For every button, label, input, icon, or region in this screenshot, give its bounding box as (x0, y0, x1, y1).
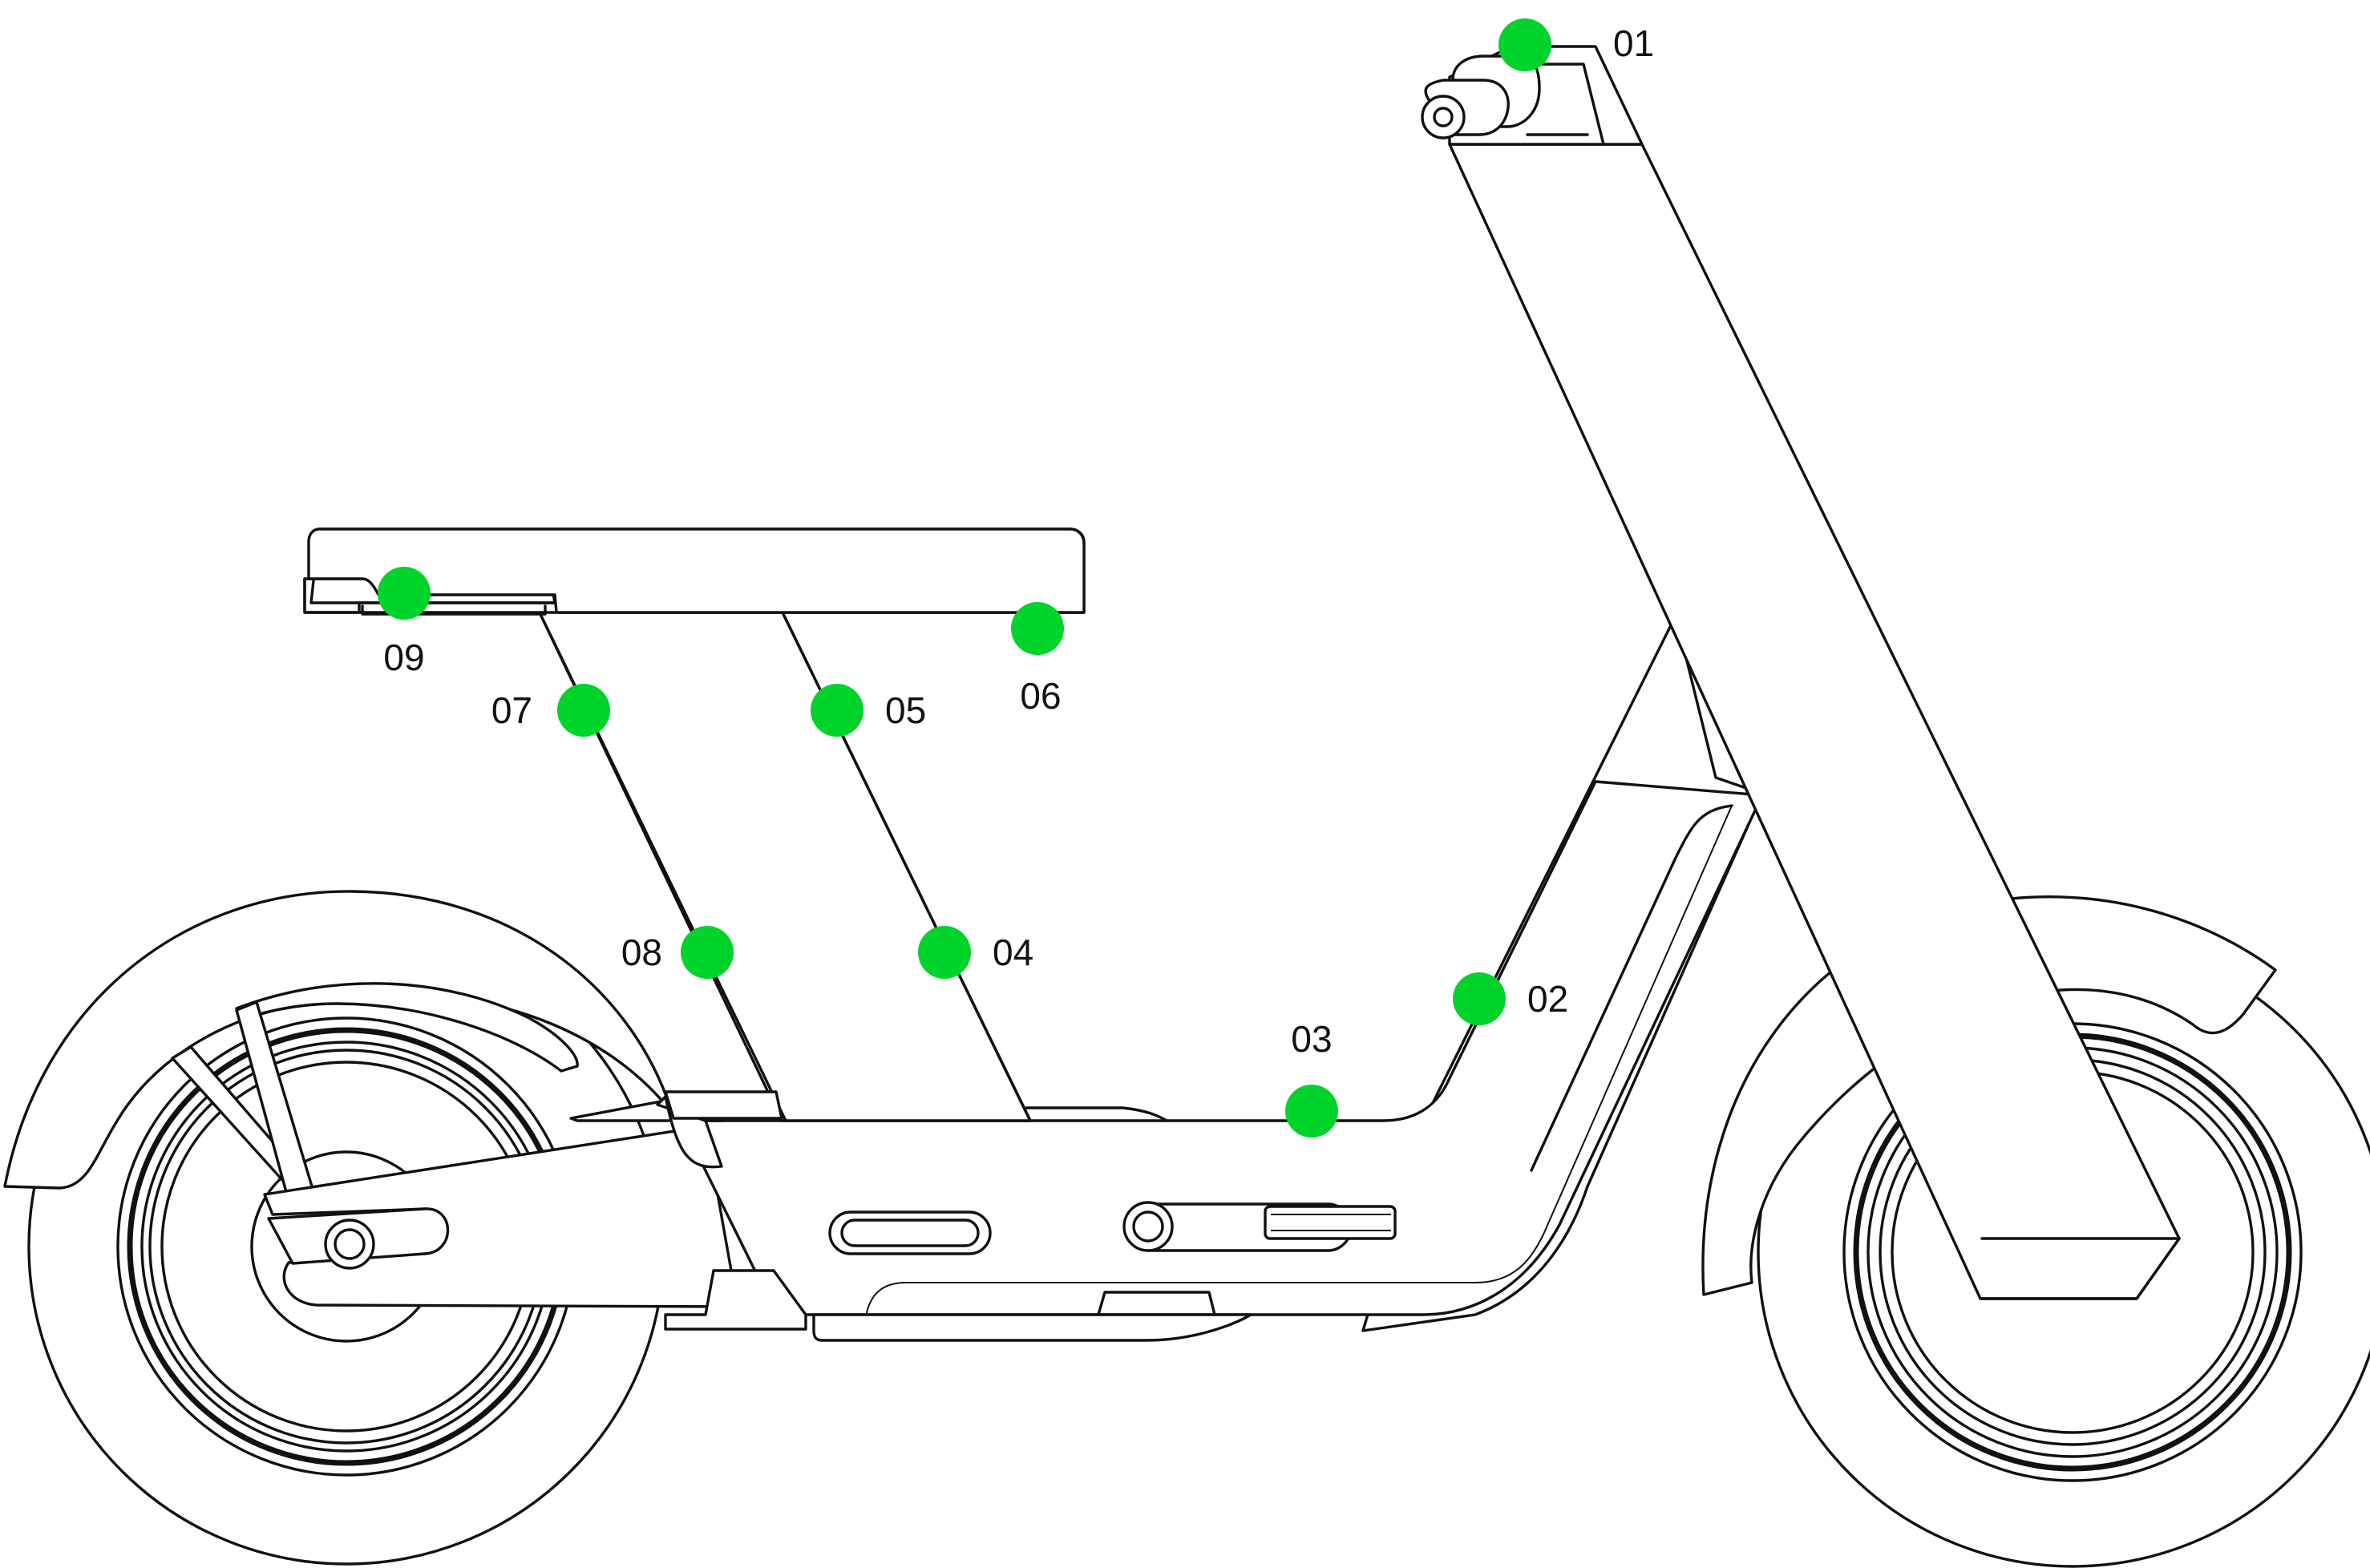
hotspot-label: 03 (1291, 1018, 1332, 1060)
hotspot-06[interactable]: 06 (1011, 602, 1064, 717)
rear-fender (3, 890, 669, 1190)
hotspot-marker[interactable] (918, 926, 971, 979)
hotspot-marker[interactable] (681, 926, 734, 979)
deck-plate (812, 1313, 1252, 1342)
hotspot-label: 06 (1020, 675, 1061, 717)
hotspot-marker[interactable] (378, 567, 431, 620)
hotspot-label: 04 (993, 932, 1033, 973)
hotspot-05[interactable]: 05 (811, 684, 926, 737)
foot-pedal (1264, 1205, 1397, 1240)
hotspot-03[interactable]: 03 (1285, 1018, 1338, 1138)
hotspot-09[interactable]: 09 (378, 567, 431, 678)
hotspot-04[interactable]: 04 (918, 926, 1033, 979)
hotspot-07[interactable]: 07 (491, 684, 610, 737)
hotspot-label: 09 (383, 636, 424, 678)
deck-slot (828, 1210, 992, 1255)
hotspot-label: 02 (1527, 978, 1568, 1020)
rear-axle (324, 1218, 375, 1270)
hotspot-label: 01 (1613, 22, 1654, 64)
hotspot-marker[interactable] (557, 684, 610, 737)
hotspot-label: 08 (621, 932, 662, 973)
hotspot-marker[interactable] (1011, 602, 1064, 655)
hotspot-08[interactable]: 08 (621, 926, 734, 979)
hotspot-label: 05 (885, 689, 926, 731)
hotspot-01[interactable]: 01 (1498, 18, 1654, 71)
hotspot-marker[interactable] (1498, 18, 1551, 71)
hotspot-marker[interactable] (1285, 1085, 1338, 1138)
hotspot-marker[interactable] (811, 684, 863, 737)
hotspot-02[interactable]: 02 (1453, 972, 1568, 1025)
hotspot-marker[interactable] (1453, 972, 1506, 1025)
hotspot-label: 07 (491, 689, 532, 731)
